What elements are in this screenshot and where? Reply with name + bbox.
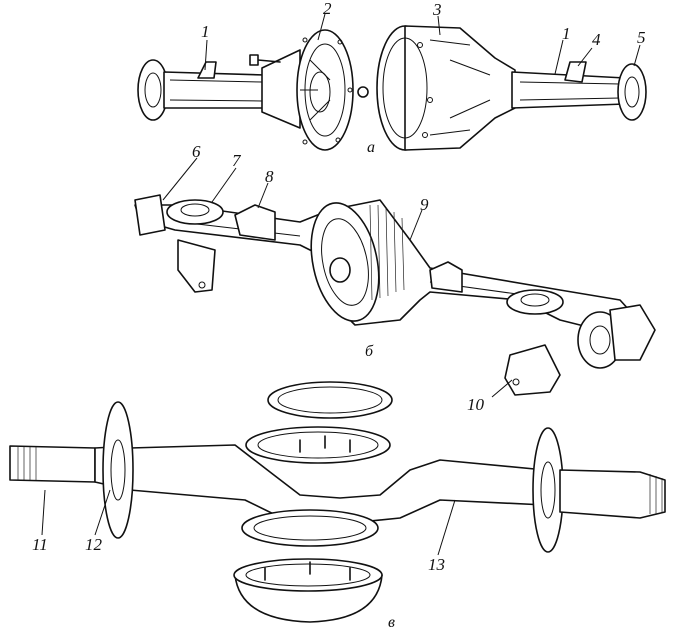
callout-2: 2: [323, 0, 332, 18]
spring-bracket: [234, 204, 463, 293]
callout-1a: 1: [201, 22, 210, 41]
lower-bracket: [504, 344, 561, 396]
callout-10: 10: [467, 395, 485, 414]
housing-with-cover-view: [9, 381, 666, 623]
split-axle-housing-view: [137, 25, 647, 151]
callout-4: 4: [592, 30, 601, 49]
callout-8: 8: [265, 167, 274, 186]
callout-9: 9: [420, 195, 429, 214]
callout-3: 3: [432, 0, 442, 19]
top-gasket: [267, 381, 393, 419]
subfigure-label-v: в: [388, 614, 395, 631]
rear-cover: [233, 558, 383, 623]
right-half-shaft: [559, 469, 666, 519]
central-bowl: [310, 202, 405, 322]
left-axle-tube: [137, 59, 269, 121]
callout-12: 12: [85, 535, 103, 554]
right-axle-tube: [511, 61, 647, 121]
spring-seat-right: [506, 289, 656, 369]
right-housing-half: [376, 25, 516, 151]
callout-5: 5: [637, 28, 646, 47]
callout-11: 11: [32, 535, 48, 554]
lower-gasket: [241, 509, 379, 547]
right-brake-flange: [532, 427, 564, 553]
left-brake-flange: [102, 401, 134, 539]
callout-1b: 1: [562, 24, 571, 43]
main-beam: [129, 426, 546, 525]
flange-bolt: [249, 54, 369, 98]
banjo-housing-view: [134, 194, 656, 396]
subfigure-label-b: б: [365, 343, 374, 360]
callout-13: 13: [428, 555, 445, 574]
left-housing-half: [261, 29, 354, 151]
spring-seat-left: [134, 194, 224, 293]
subfigure-label-a: а: [367, 139, 375, 156]
subfigure-labels: а б в: [365, 139, 395, 631]
callout-7: 7: [232, 151, 242, 170]
callout-6: 6: [192, 142, 201, 161]
leader-lines: [41, 13, 641, 556]
callout-labels: 1 2 3 1 4 5 6 7 8 9 10 11 12 13: [32, 0, 646, 574]
